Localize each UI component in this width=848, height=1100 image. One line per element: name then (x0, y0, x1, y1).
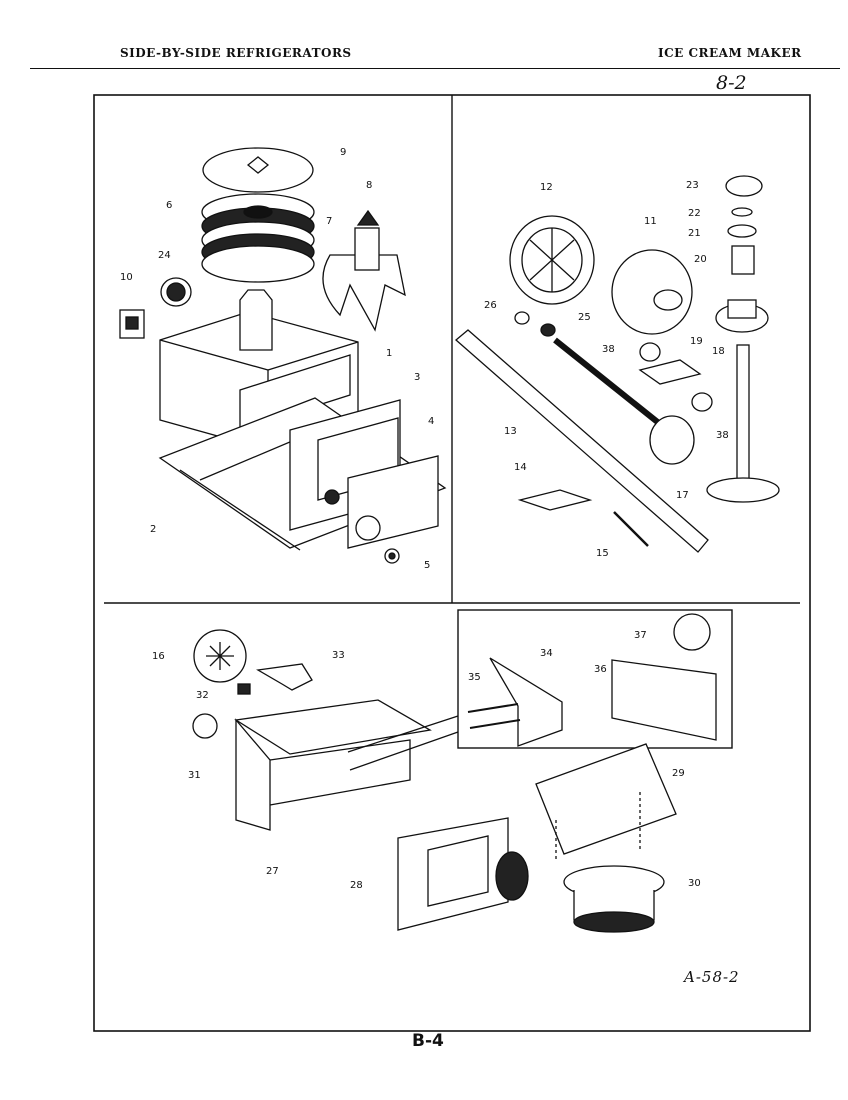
callout-21: 21 (688, 228, 701, 239)
bar-part-13 (454, 329, 709, 553)
callout-11: 11 (644, 216, 657, 227)
callout-labels: 9 6 8 7 24 10 1 3 4 2 5 12 11 23 22 21 2… (120, 147, 729, 891)
washer-part-38a (639, 342, 661, 362)
callout-35: 35 (468, 672, 481, 683)
lid-knob (246, 156, 270, 174)
pin-part-15 (613, 511, 649, 547)
callout-18: 18 (712, 346, 725, 357)
callout-26: 26 (484, 300, 497, 311)
callout-17: 17 (676, 490, 689, 501)
header-rule (30, 68, 840, 69)
callout-33: 33 (332, 650, 345, 661)
callout-34: 34 (540, 648, 553, 659)
callout-30: 30 (688, 878, 701, 889)
dasher-part-7 (322, 254, 406, 332)
gear-knob-part-16 (193, 629, 247, 683)
shaft-part-17 (736, 344, 750, 486)
callout-16: 16 (152, 651, 165, 662)
header-left-title: SIDE-BY-SIDE REFRIGERATORS (120, 46, 352, 60)
motor-part-28 (397, 817, 529, 931)
bracket-part-18 (638, 359, 702, 385)
bevel-gear (649, 415, 695, 465)
cap-part-23 (725, 175, 763, 197)
callout-13: 13 (504, 426, 517, 437)
callout-14: 14 (514, 462, 527, 473)
clip-part-32 (237, 683, 251, 695)
callout-10: 10 (120, 272, 133, 283)
spacer-part-26 (514, 311, 530, 325)
bucket-part-6 (201, 193, 315, 283)
callout-24: 24 (158, 250, 171, 261)
callout-23: 23 (686, 180, 699, 191)
switch-part-34 (489, 657, 563, 747)
callout-32: 32 (196, 690, 209, 701)
plate-part-36 (611, 659, 717, 741)
header-right-title: ICE CREAM MAKER (658, 46, 802, 60)
callout-1: 1 (386, 348, 392, 359)
callout-4: 4 (428, 416, 434, 427)
knob-part-37 (673, 613, 711, 651)
callout-25: 25 (578, 312, 591, 323)
drive-shaft (553, 337, 667, 431)
drum-part-11 (611, 249, 693, 335)
callout-8: 8 (366, 180, 372, 191)
callout-7: 7 (326, 216, 332, 227)
callout-38b: 38 (716, 430, 729, 441)
bracket-part-27 (234, 699, 432, 755)
callout-27: 27 (266, 866, 279, 877)
callout-28: 28 (350, 880, 363, 891)
top-left-assembly (119, 147, 447, 564)
bearing-part-20 (731, 245, 755, 275)
callout-12: 12 (540, 182, 553, 193)
callout-15: 15 (596, 548, 609, 559)
grommet-part-24 (160, 277, 192, 307)
spacer-part-25 (540, 323, 556, 337)
plate-part-29 (535, 743, 677, 855)
callout-31: 31 (188, 770, 201, 781)
callout-38a: 38 (602, 344, 615, 355)
callout-6: 6 (166, 200, 172, 211)
page-number: B-4 (412, 1031, 444, 1051)
gear-motor-part-30 (563, 865, 665, 933)
callout-20: 20 (694, 254, 707, 265)
top-right-assembly (454, 175, 780, 553)
callout-3: 3 (414, 372, 420, 383)
bracket-part-14 (517, 489, 593, 511)
callout-22: 22 (688, 208, 701, 219)
handwritten-page-code: 8-2 (716, 72, 747, 94)
wheel-part-12 (509, 215, 595, 305)
lid-part-9 (202, 147, 314, 193)
knob-part-8 (356, 209, 380, 226)
handwritten-figure-code: A-58-2 (684, 968, 740, 986)
callout-19: 19 (690, 336, 703, 347)
lever-part-33 (256, 663, 313, 691)
callout-36: 36 (594, 664, 607, 675)
detail-inset-box (457, 609, 733, 749)
inset-leader-lines (347, 715, 459, 771)
bottom-assembly (192, 613, 717, 933)
callout-29: 29 (672, 768, 685, 779)
washer-part-38b (691, 392, 713, 412)
washer-part-21 (727, 224, 757, 238)
knob-part-31 (192, 713, 218, 739)
callout-5: 5 (424, 560, 430, 571)
callout-9: 9 (340, 147, 346, 158)
dasher-hub (354, 227, 380, 271)
ring-part-22 (731, 207, 753, 217)
callout-2: 2 (150, 524, 156, 535)
callout-37: 37 (634, 630, 647, 641)
screws-part-35 (467, 703, 521, 729)
